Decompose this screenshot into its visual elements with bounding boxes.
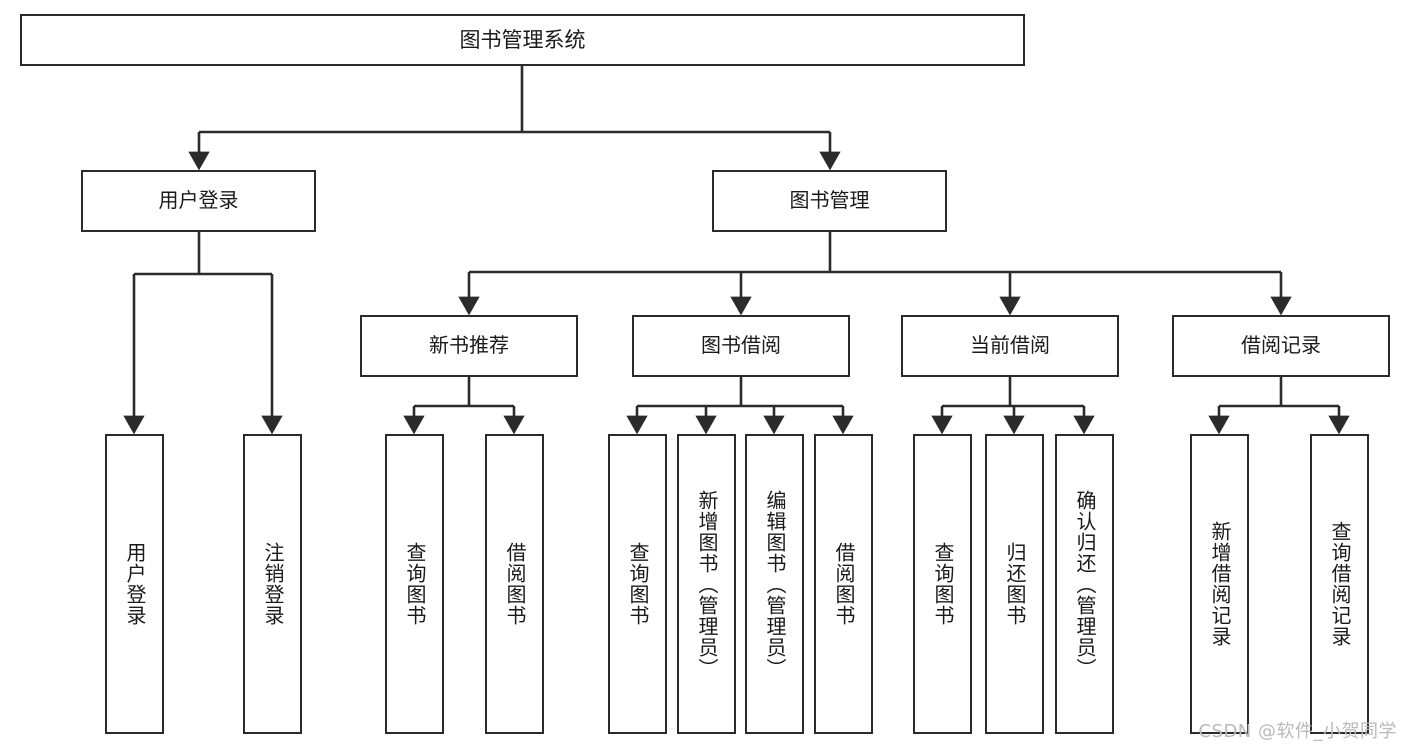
leaf-label: 查询借阅记录 bbox=[1328, 521, 1352, 647]
node-leaf-borrow-book-2[interactable]: 借阅图书 bbox=[814, 434, 873, 734]
node-user-login[interactable]: 用户登录 bbox=[81, 170, 316, 232]
leaf-label: 用户登录 bbox=[123, 542, 147, 626]
leaf-label: 借阅图书 bbox=[832, 542, 856, 626]
node-leaf-query-book-1[interactable]: 查询图书 bbox=[385, 434, 444, 734]
node-current-borrow[interactable]: 当前借阅 bbox=[901, 315, 1119, 377]
node-leaf-add-record[interactable]: 新增借阅记录 bbox=[1190, 434, 1249, 734]
leaf-label: 查询图书 bbox=[403, 542, 427, 626]
node-leaf-query-book-2[interactable]: 查询图书 bbox=[608, 434, 667, 734]
node-leaf-add-book[interactable]: 新增图书（管理员） bbox=[677, 434, 736, 734]
node-leaf-confirm-return[interactable]: 确认归还（管理员） bbox=[1055, 434, 1114, 734]
node-leaf-logout[interactable]: 注销登录 bbox=[243, 434, 302, 734]
leaf-label: 新增图书（管理员） bbox=[695, 489, 719, 679]
node-leaf-query-record[interactable]: 查询借阅记录 bbox=[1310, 434, 1369, 734]
leaf-label: 查询图书 bbox=[626, 542, 650, 626]
node-new-book-recommend[interactable]: 新书推荐 bbox=[360, 315, 578, 377]
leaf-label: 确认归还（管理员） bbox=[1073, 489, 1097, 679]
node-book-borrow[interactable]: 图书借阅 bbox=[632, 315, 850, 377]
csdn-watermark: CSDN @软件_小贺同学 bbox=[1198, 721, 1397, 742]
leaf-label: 查询图书 bbox=[931, 542, 955, 626]
node-leaf-edit-book[interactable]: 编辑图书（管理员） bbox=[745, 434, 804, 734]
leaf-label: 新增借阅记录 bbox=[1208, 521, 1232, 647]
node-borrow-record[interactable]: 借阅记录 bbox=[1172, 315, 1390, 377]
node-leaf-borrow-book-1[interactable]: 借阅图书 bbox=[485, 434, 544, 734]
node-leaf-user-login[interactable]: 用户登录 bbox=[105, 434, 164, 734]
node-root-system[interactable]: 图书管理系统 bbox=[20, 14, 1025, 66]
leaf-label: 借阅图书 bbox=[503, 542, 527, 626]
node-book-manage[interactable]: 图书管理 bbox=[712, 170, 947, 232]
node-leaf-query-book-3[interactable]: 查询图书 bbox=[913, 434, 972, 734]
leaf-label: 编辑图书（管理员） bbox=[763, 489, 787, 679]
leaf-label: 归还图书 bbox=[1003, 542, 1027, 626]
leaf-label: 注销登录 bbox=[261, 542, 285, 626]
node-leaf-return-book[interactable]: 归还图书 bbox=[985, 434, 1044, 734]
